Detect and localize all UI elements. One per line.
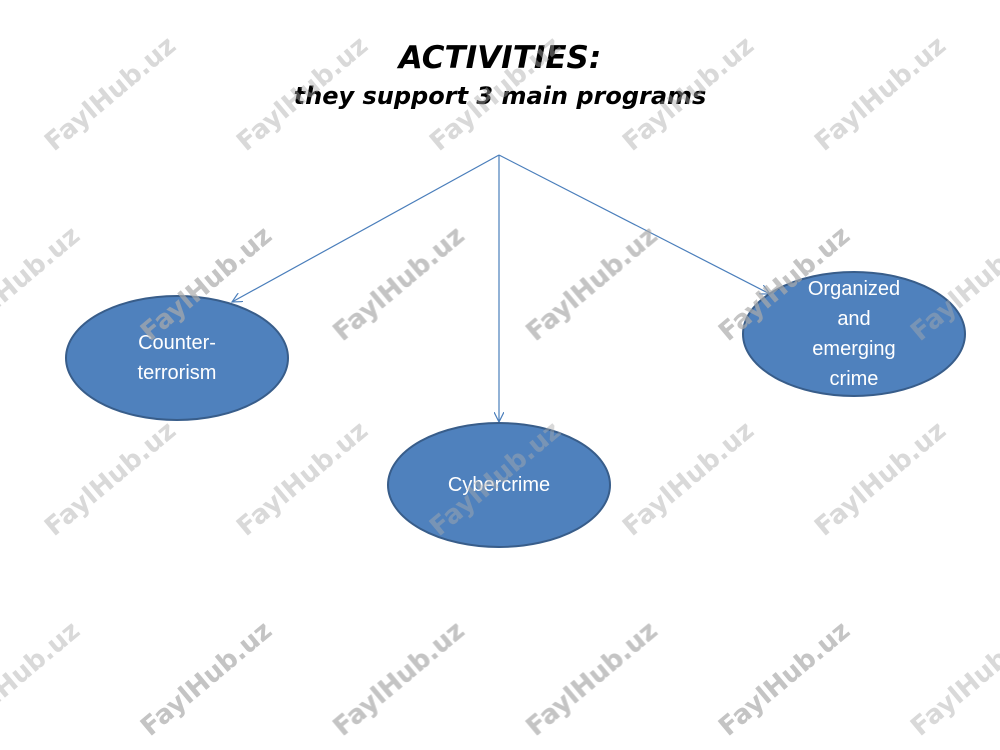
arrow-to-organized-crime xyxy=(498,154,770,294)
node-counter-terrorism-shape[interactable] xyxy=(65,295,289,421)
slide-title: ACTIVITIES: xyxy=(398,40,602,76)
slide-subtitle: they support 3 main programs xyxy=(293,82,707,110)
node-organized-crime-shape[interactable] xyxy=(742,271,966,397)
node-cybercrime-shape[interactable] xyxy=(387,422,611,548)
arrow-to-counter-terrorism xyxy=(232,154,500,302)
